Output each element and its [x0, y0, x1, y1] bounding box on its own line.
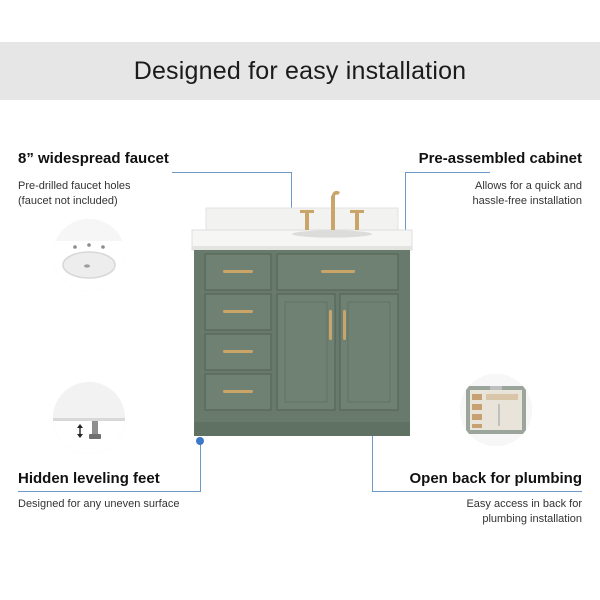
feature-title-cabinet: Pre-assembled cabinet	[418, 150, 582, 167]
leader-line-faucet-vertical	[291, 172, 292, 229]
header-banner: Designed for easy installation	[0, 42, 600, 100]
leader-line-cabinet	[405, 172, 490, 173]
feature-desc-plumbing: Easy access in back for plumbing install…	[466, 498, 582, 525]
leader-line-plumbing-horizontal	[372, 491, 582, 492]
feature-desc-faucet: Pre-drilled faucet holes (faucet not inc…	[18, 180, 131, 207]
feature-title-plumbing: Open back for plumbing	[409, 470, 582, 487]
feature-title-faucet: 8” widespread faucet	[18, 150, 169, 167]
callout-dot-leveling	[196, 437, 204, 445]
page-title: Designed for easy installation	[133, 56, 467, 85]
leader-line-leveling-horizontal	[18, 491, 201, 492]
leader-line-faucet	[172, 172, 292, 173]
leader-line-leveling	[200, 441, 201, 492]
vanity-illustration	[191, 190, 413, 436]
feature-desc-cabinet: Allows for a quick and hassle-free insta…	[472, 180, 582, 207]
leader-line-cabinet-vertical	[405, 172, 406, 266]
sink-basin-icon	[53, 219, 125, 291]
feature-title-leveling: Hidden leveling feet	[18, 470, 160, 487]
leveling-foot-icon	[53, 382, 125, 454]
open-back-cabinet-icon	[460, 374, 532, 446]
feature-desc-leveling: Designed for any uneven surface	[18, 498, 180, 510]
